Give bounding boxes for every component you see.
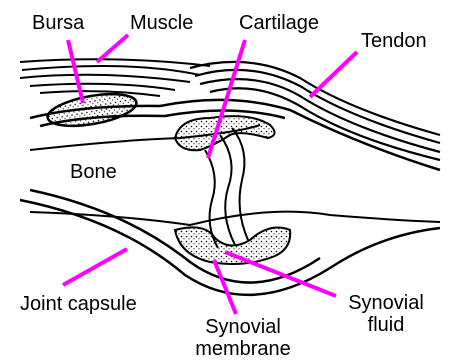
label-tendon: Tendon: [361, 30, 427, 52]
label-synovial-membrane-line2: membrane: [183, 338, 303, 360]
pointer-muscle: [97, 35, 128, 62]
label-synovial-fluid: Synovial fluid: [338, 292, 434, 336]
lower-bone: [30, 212, 440, 225]
label-synovial-fluid-line2: fluid: [338, 314, 434, 336]
label-synovial-membrane: Synovial membrane: [183, 316, 303, 360]
bursa-sac: [45, 88, 138, 131]
muscle-fibers: [20, 59, 210, 96]
label-synovial-membrane-line1: Synovial: [183, 316, 303, 338]
label-joint-capsule: Joint capsule: [20, 293, 137, 315]
pointer-joint-capsule: [63, 249, 127, 285]
label-synovial-fluid-line1: Synovial: [338, 292, 434, 314]
label-bone: Bone: [70, 161, 117, 183]
pointer-synovial-membrane: [214, 260, 236, 314]
label-cartilage: Cartilage: [239, 12, 319, 34]
lower-cartilage: [175, 227, 290, 264]
pointer-bursa: [68, 40, 83, 103]
pointer-tendon: [310, 52, 357, 97]
upper-cartilage: [175, 116, 275, 150]
label-bursa: Bursa: [32, 12, 84, 34]
label-muscle: Muscle: [130, 12, 193, 34]
